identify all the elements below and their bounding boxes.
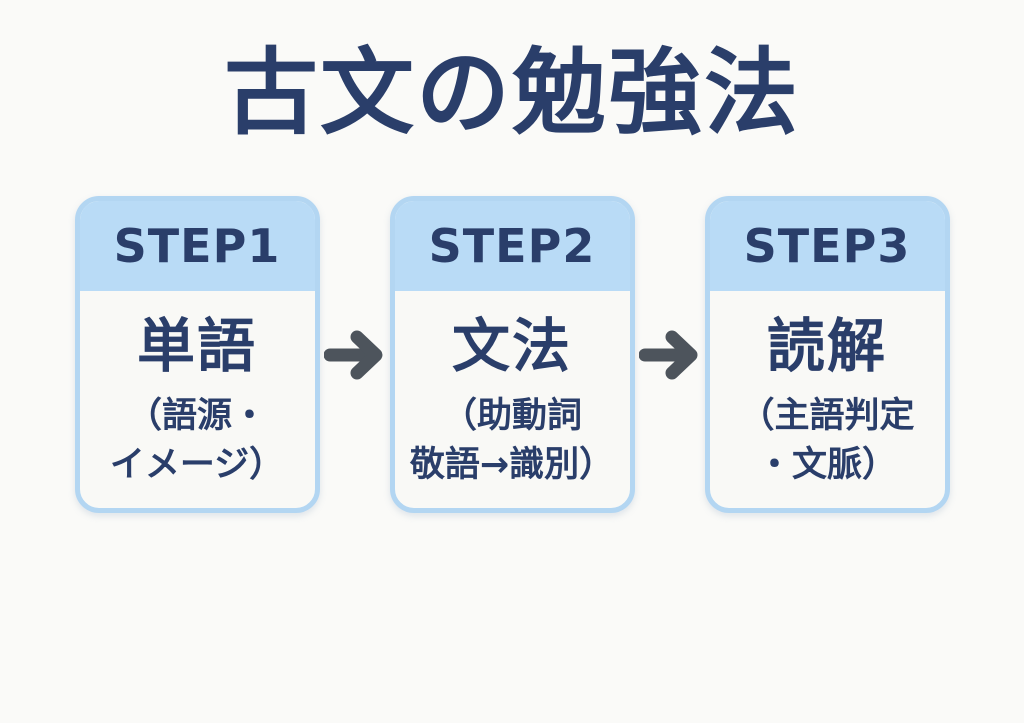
step-card-3: STEP3 読解 （主語判定 ・文脈） [704,196,950,514]
step3-header-label: STEP3 [709,201,945,292]
step2-heading: 文法 [451,312,572,381]
step1-subtext-line1: （語源・ [126,395,267,436]
step1-heading: 単語 [136,312,257,381]
step2-header-label: STEP2 [394,201,630,292]
step1-subtext-line2: イメージ） [109,445,285,486]
steps-diagram: STEP1 単語 （語源・ イメージ） STEP2 文法 （助動詞 敬語→識別） [0,196,1024,514]
step2-subtext-line2: 敬語→識別） [409,445,615,486]
step3-heading: 読解 [766,312,887,381]
arrow-right-icon [320,329,390,381]
step3-subtext: （主語判定 ・文脈） [739,392,914,491]
step3-subtext-line2: ・文脈） [756,445,897,486]
step1-body: 単語 （語源・ イメージ） [80,291,315,508]
step-card-2: STEP2 文法 （助動詞 敬語→識別） [389,196,635,514]
step-card-1: STEP1 単語 （語源・ イメージ） [74,196,320,514]
step2-subtext-line1: （助動詞 [441,395,582,436]
step1-header-label: STEP1 [79,201,315,292]
arrow-right-icon [635,329,705,381]
step3-subtext-line1: （主語判定 [739,395,915,436]
step2-subtext: （助動詞 敬語→識別） [410,392,614,491]
step3-body: 読解 （主語判定 ・文脈） [710,291,945,508]
page-title: 古文の勉強法 [223,39,800,148]
step1-subtext: （語源・ イメージ） [110,392,284,491]
step2-body: 文法 （助動詞 敬語→識別） [395,291,630,508]
